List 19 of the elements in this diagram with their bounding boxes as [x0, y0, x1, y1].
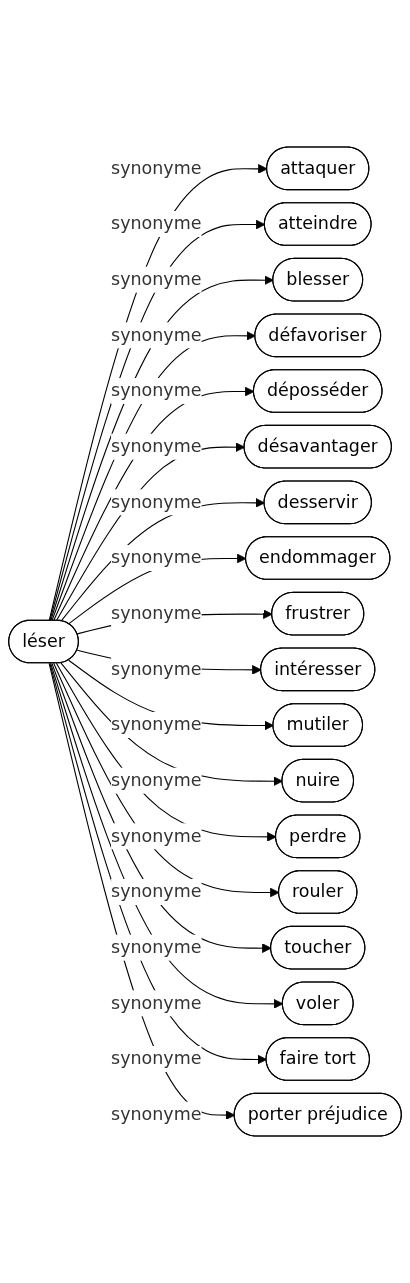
edge-label: synonyme	[111, 658, 202, 680]
edge-label: synonyme	[111, 380, 202, 401]
edge-label: synonyme	[111, 992, 202, 1014]
edge-label: synonyme	[111, 881, 202, 902]
edge-label: synonyme	[111, 714, 202, 735]
edge-label: synonyme	[111, 602, 202, 624]
edge-label: synonyme	[111, 324, 202, 346]
edge-label: synonyme	[111, 1103, 202, 1125]
edge-label: synonyme	[111, 435, 202, 457]
edge-label: synonyme	[111, 491, 202, 513]
edge-label: synonyme	[111, 157, 202, 179]
edge-label: synonyme	[111, 268, 202, 290]
edge-label: synonyme	[111, 213, 202, 234]
edge-label: synonyme	[111, 936, 202, 958]
edge-label: synonyme	[111, 769, 202, 791]
edge-label: synonyme	[111, 1048, 202, 1069]
edge-label: synonyme	[111, 825, 202, 847]
arrow	[60, 662, 283, 786]
edge-label: synonyme	[111, 547, 202, 568]
